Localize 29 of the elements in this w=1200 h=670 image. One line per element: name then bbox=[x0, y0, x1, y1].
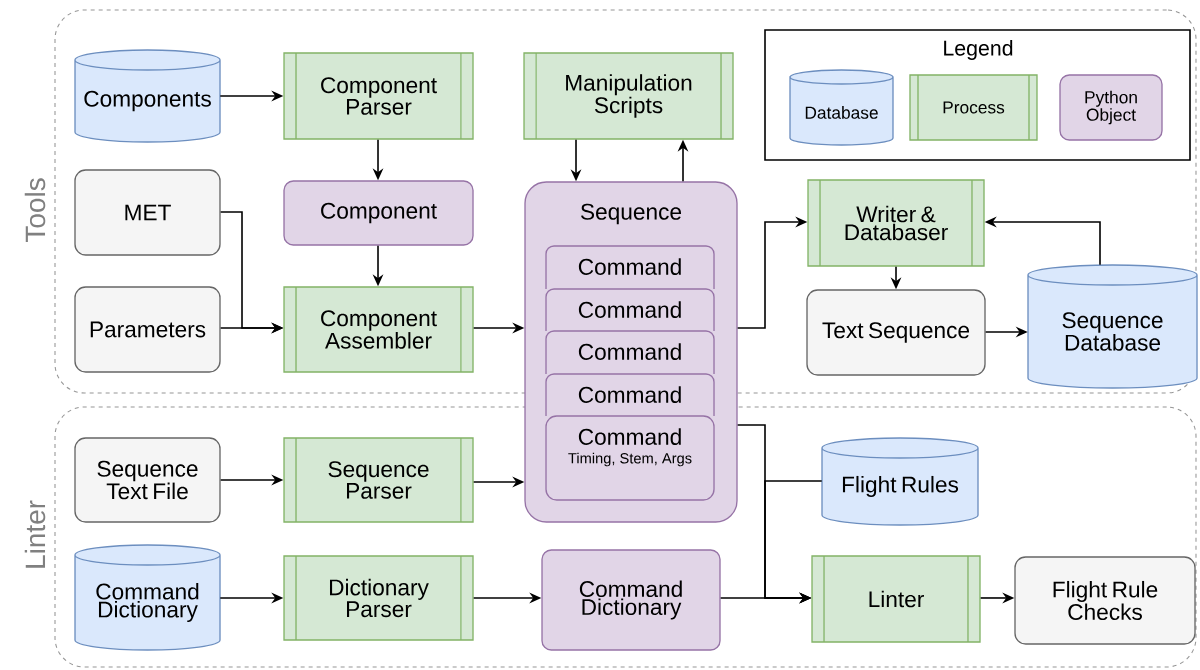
legend-entry: Python Object bbox=[1059, 74, 1163, 141]
process-box: Component Assembler bbox=[283, 286, 474, 373]
legend-title: Legend bbox=[944, 40, 1013, 60]
command-box: Command bbox=[545, 373, 715, 417]
process-box: Dictionary Parser bbox=[283, 555, 474, 641]
database-cylinder: Command Dictionary bbox=[74, 544, 221, 651]
process-box: Manipulation Scripts bbox=[523, 52, 734, 140]
command-box: Command Timing, Stem, Args bbox=[545, 415, 715, 501]
process-box: Component Parser bbox=[283, 52, 474, 140]
process-box: Writer & Databaser bbox=[807, 179, 985, 267]
process-box: Linter bbox=[811, 555, 981, 643]
legend-entry: Database bbox=[789, 69, 894, 146]
object-box: Component bbox=[283, 180, 474, 246]
command-box: Command bbox=[545, 288, 715, 332]
database-cylinder: Sequence Database bbox=[1027, 264, 1198, 389]
command-box: Command bbox=[545, 245, 715, 290]
node-label: Linter bbox=[24, 500, 46, 568]
rounded-box: Flight Rule Checks bbox=[1014, 556, 1196, 645]
process-box: Sequence Parser bbox=[283, 437, 474, 523]
rounded-box: Parameters bbox=[74, 286, 221, 373]
node-label: Tools bbox=[24, 178, 46, 243]
rounded-box: Sequence Text File bbox=[74, 437, 221, 523]
database-cylinder: Components bbox=[74, 49, 221, 143]
rounded-box: Text Sequence bbox=[806, 289, 986, 376]
command-box: Command bbox=[545, 330, 715, 375]
rounded-box: MET bbox=[74, 169, 221, 256]
legend-entry: Process bbox=[909, 74, 1038, 141]
database-cylinder: Flight Rules bbox=[821, 437, 979, 526]
object-box: Command Dictionary bbox=[541, 549, 721, 651]
